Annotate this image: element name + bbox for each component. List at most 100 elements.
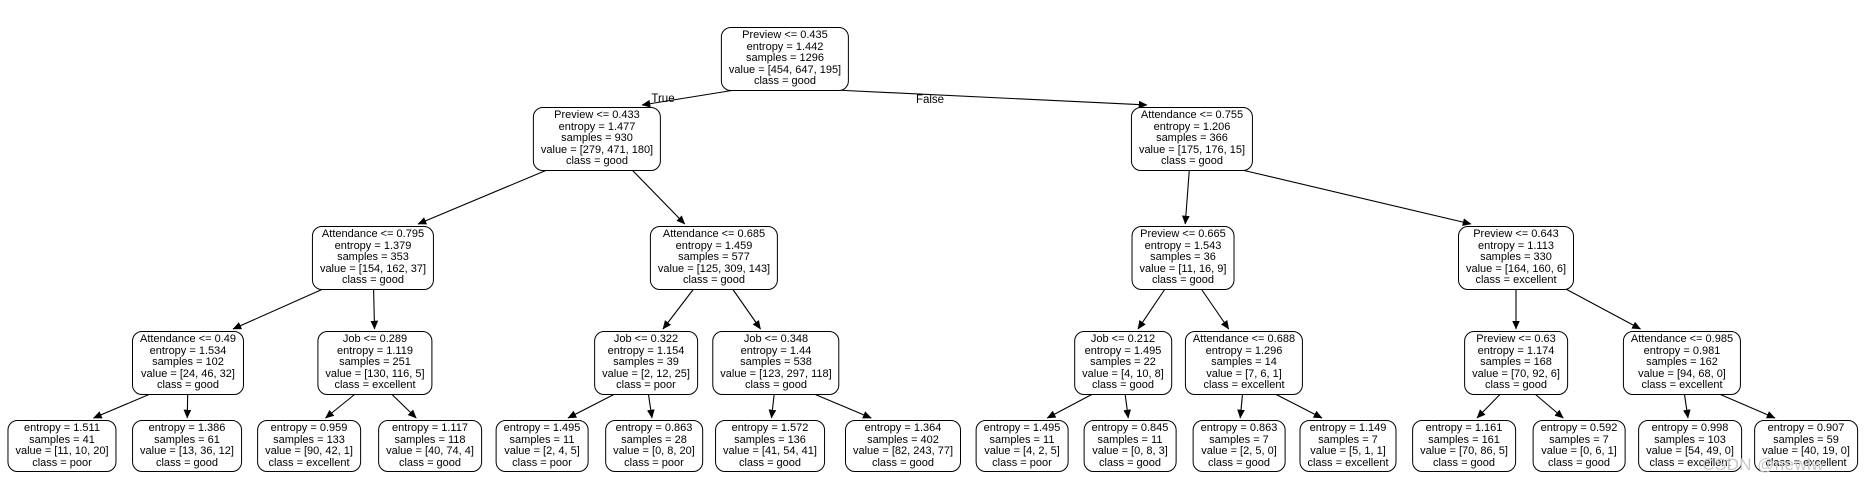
tree-node-text-line: samples = 7 xyxy=(1209,433,1269,446)
tree-node-text-line: Job <= 0.289 xyxy=(342,333,408,345)
tree-node-text-line: entropy = 1.44 xyxy=(740,344,812,357)
tree-node-text-line: value = [4, 10, 8] xyxy=(1082,367,1164,380)
tree-edge xyxy=(1123,393,1131,419)
tree-edge xyxy=(1241,169,1472,226)
tree-edge xyxy=(1182,169,1190,225)
tree-node-text-line: class = excellent xyxy=(268,456,350,469)
tree-edge xyxy=(768,393,777,419)
tree-node-text-line: samples = 36 xyxy=(1150,251,1216,264)
tree-node-text-line: class = good xyxy=(753,75,817,88)
tree-node-text-line: entropy = 1.154 xyxy=(607,344,685,357)
tree-node-text-line: value = [125, 309, 143] xyxy=(657,262,771,275)
tree-edge xyxy=(370,288,379,330)
tree-node-text-line: entropy = 1.161 xyxy=(1425,422,1503,434)
tree-node-text-line: entropy = 1.364 xyxy=(864,422,942,434)
tree-edge xyxy=(1718,393,1776,419)
tree-node-text-line: Preview <= 0.435 xyxy=(742,29,828,41)
tree-node-text-line: Job <= 0.348 xyxy=(743,333,809,345)
tree-node-text-line: value = [5, 1, 1] xyxy=(1310,445,1386,458)
tree-node-text-line: value = [40, 74, 4] xyxy=(386,445,474,458)
tree-node-text-line: class = good xyxy=(871,456,935,469)
tree-node-text-line: class = excellent xyxy=(1641,379,1723,392)
tree-node-text-line: class = good xyxy=(1151,274,1215,287)
tree-node-text-line: entropy = 1.174 xyxy=(1477,344,1555,357)
tree-node-text-line: class = good xyxy=(1091,379,1155,392)
tree-node-text-line: class = good xyxy=(1547,456,1611,469)
tree-edge xyxy=(631,169,686,225)
tree-edge xyxy=(834,89,1148,109)
tree-edge xyxy=(92,393,151,419)
tree-node-text-line: value = [164, 160, 6] xyxy=(1466,262,1566,275)
edge-label-true: True xyxy=(651,93,674,105)
tree-node-text-line: samples = 11 xyxy=(1097,433,1163,446)
tree-node-text-line: entropy = 1.386 xyxy=(148,422,226,434)
tree-node-text-line: value = [94, 68, 0] xyxy=(1638,367,1726,380)
tree-node-text-line: samples = 11 xyxy=(989,433,1055,446)
tree-node-text-line: class = good xyxy=(1098,456,1162,469)
tree-node-text-line: samples = 1296 xyxy=(746,52,824,65)
tree-node-text-line: Preview <= 0.643 xyxy=(1473,228,1559,240)
tree-node-text-line: value = [70, 92, 6] xyxy=(1472,367,1560,380)
tree-node-text-line: class = good xyxy=(565,155,629,168)
tree-edge xyxy=(813,393,872,419)
tree-node-text-line: Attendance <= 0.685 xyxy=(662,228,766,240)
tree-node-text-line: samples = 538 xyxy=(740,356,812,369)
tree-node-text-line: value = [4, 2, 5] xyxy=(984,445,1060,458)
tree-node-text-line: Attendance <= 0.49 xyxy=(139,333,237,345)
tree-node-text-line: entropy = 1.543 xyxy=(1144,239,1222,252)
tree-edge xyxy=(732,288,761,330)
tree-node-text-line: Preview <= 0.433 xyxy=(554,109,640,121)
tree-node-text-line: Attendance <= 0.985 xyxy=(1630,333,1734,345)
tree-edge xyxy=(1534,393,1564,419)
tree-node-text-line: value = [13, 36, 12] xyxy=(140,445,234,458)
tree-node-text-line: samples = 366 xyxy=(1156,132,1228,145)
tree-node-text-line: samples = 22 xyxy=(1090,356,1156,369)
tree-node-text-line: class = excellent xyxy=(1765,456,1847,469)
tree-edge xyxy=(391,393,417,419)
tree-node-text-line: entropy = 1.296 xyxy=(1205,344,1283,357)
tree-node-text-line: class = poor xyxy=(624,456,684,469)
tree-node-text-line: Preview <= 0.665 xyxy=(1140,228,1226,240)
tree-node-text-line: samples = 103 xyxy=(1654,433,1726,446)
tree-node-text-line: value = [2, 12, 25] xyxy=(602,367,690,380)
tree-node-text-line: entropy = 1.459 xyxy=(675,239,753,252)
tree-node-text-line: entropy = 1.117 xyxy=(392,422,468,434)
tree-node-text-line: class = good xyxy=(1207,456,1271,469)
tree-node-text-line: value = [454, 647, 195] xyxy=(728,63,842,76)
tree-node-text-line: value = [0, 6, 1] xyxy=(1541,445,1617,458)
tree-node-text-line: entropy = 1.534 xyxy=(149,344,227,357)
tree-node-text-line: samples = 330 xyxy=(1480,251,1552,264)
tree-node-text-line: samples = 161 xyxy=(1428,433,1500,446)
tree-node-text-line: value = [175, 176, 15] xyxy=(1138,143,1246,156)
tree-node-text-line: entropy = 1.495 xyxy=(1084,344,1162,357)
tree-node-text-line: class = good xyxy=(1484,379,1548,392)
tree-node-text-line: class = poor xyxy=(32,456,92,469)
tree-node-text-line: value = [54, 49, 0] xyxy=(1646,445,1734,458)
tree-node-text-line: value = [7, 6, 1] xyxy=(1206,367,1282,380)
tree-node-text-line: entropy = 1.149 xyxy=(1309,422,1387,434)
tree-node-text-line: samples = 39 xyxy=(613,356,679,369)
tree-edge xyxy=(1274,393,1323,419)
tree-node-text-line: samples = 59 xyxy=(1773,433,1839,446)
tree-node-text-line: samples = 14 xyxy=(1211,356,1277,369)
tree-node-text-line: entropy = 0.981 xyxy=(1643,344,1721,357)
tree-node-text-line: entropy = 1.113 xyxy=(1478,239,1554,252)
tree-node-text-line: class = good xyxy=(744,379,808,392)
tree-node-text-line: class = excellent xyxy=(1649,456,1731,469)
tree-node-text-line: value = [90, 42, 1] xyxy=(265,445,353,458)
tree-edge xyxy=(417,169,548,225)
tree-edge xyxy=(325,393,356,419)
